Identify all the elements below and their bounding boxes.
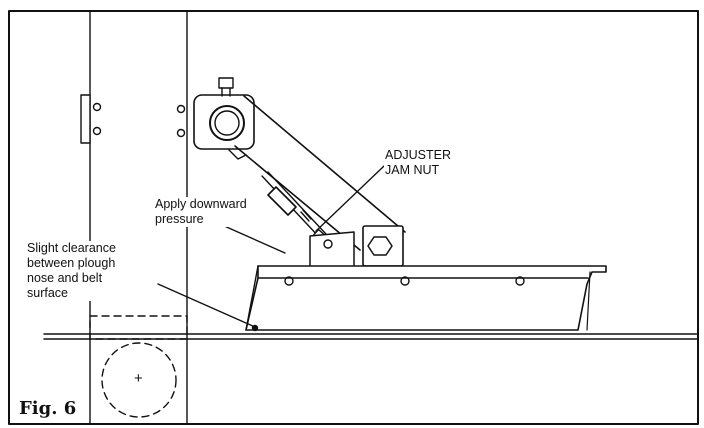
diagram-frame — [8, 10, 699, 425]
bracket-hole — [92, 126, 102, 136]
pulley-center-symbol: + — [134, 370, 143, 387]
pivot-bolt-head — [218, 77, 234, 89]
blade-bolt — [284, 276, 294, 286]
plough-blade — [245, 265, 607, 331]
clearance-point — [251, 324, 259, 332]
leader-pressure — [221, 224, 286, 254]
hex-nut — [367, 236, 393, 256]
blade-nose-edge — [245, 265, 259, 331]
figure-label: Fig. 6 — [17, 398, 79, 419]
post-hole — [176, 128, 186, 138]
turnbuckle-body — [267, 186, 297, 216]
post-hole — [176, 104, 186, 114]
pressure-callout: Apply downward pressure — [154, 197, 248, 227]
dashed-pulley — [101, 342, 177, 418]
pivot-block — [193, 94, 255, 150]
jam-nut-callout: ADJUSTER JAM NUT — [384, 148, 452, 178]
arm-lug — [228, 149, 247, 160]
blade-bolt — [400, 276, 410, 286]
thread-mark — [302, 209, 312, 220]
bracket-hole — [92, 102, 102, 112]
lug-left-pin — [323, 239, 333, 249]
blade-bolt — [515, 276, 525, 286]
dashed-pulley-frame — [89, 315, 188, 340]
leader-clearance — [157, 283, 256, 328]
left-bracket — [80, 94, 91, 144]
leader-jam-nut — [315, 165, 385, 232]
blade-wing — [586, 271, 591, 331]
pivot-bearing-inner — [214, 110, 240, 136]
support-arm-edge — [243, 95, 406, 233]
adjuster-rod — [267, 171, 327, 235]
pivot-bearing-outer — [209, 105, 245, 141]
lug-left — [309, 231, 355, 267]
thread-mark — [300, 211, 310, 222]
clearance-callout: Slight clearance between plough nose and… — [26, 241, 117, 301]
